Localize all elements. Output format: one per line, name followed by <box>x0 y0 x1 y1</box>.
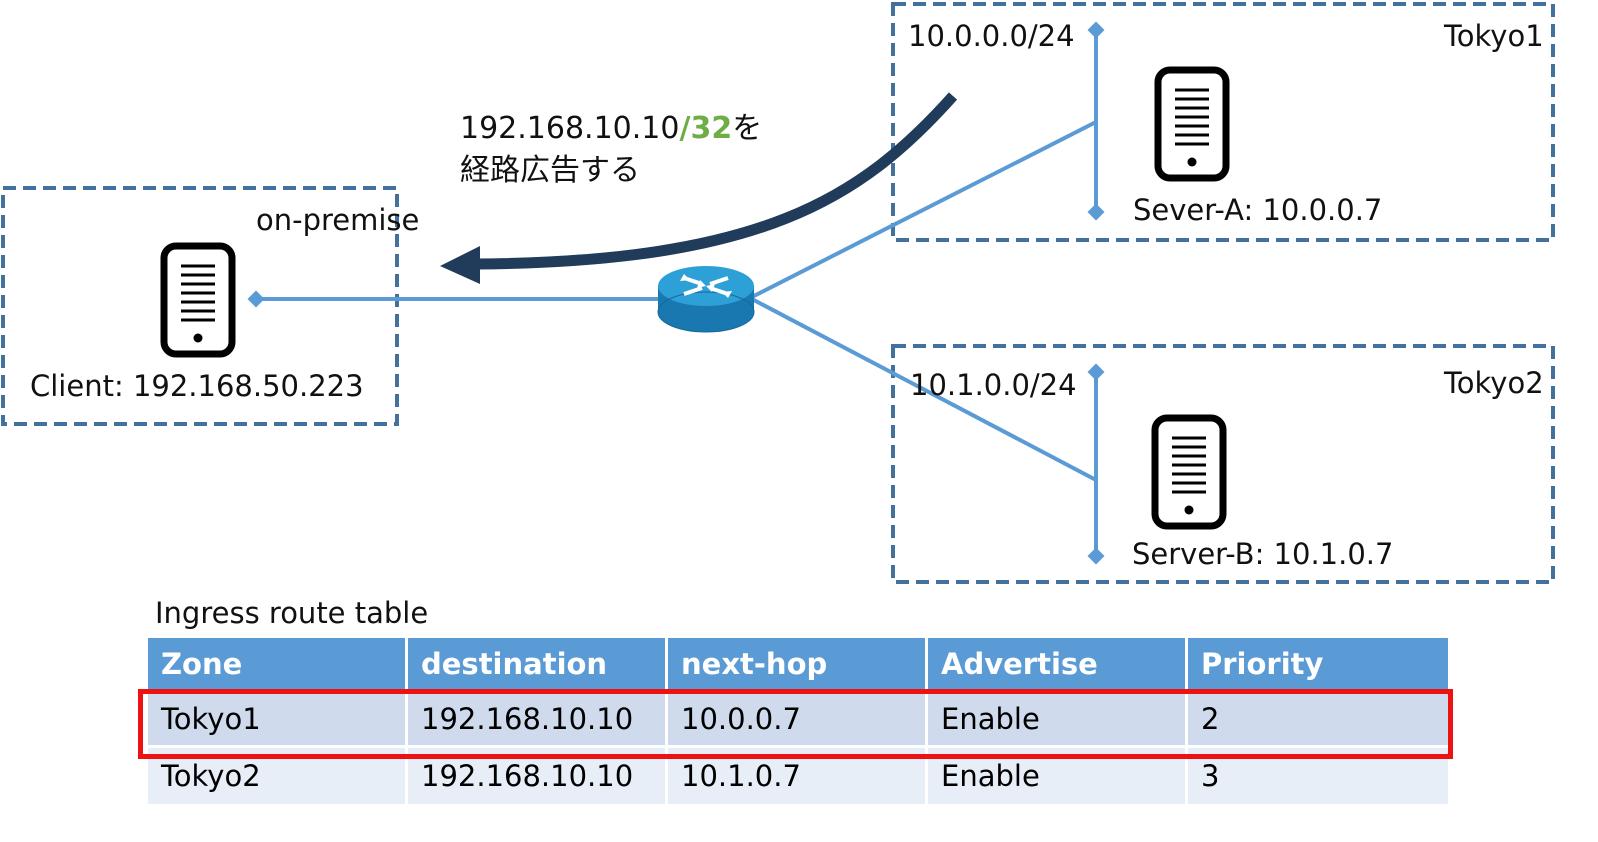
table-cell: 2 <box>1188 692 1448 748</box>
advertisement-caption: 経路広告する <box>460 153 640 188</box>
server-icon <box>164 246 232 354</box>
column-header: destination <box>408 638 668 692</box>
server-a-label: Sever-A: 10.0.0.7 <box>1133 193 1383 227</box>
zone-label-tokyo1: Tokyo1 <box>1444 19 1544 53</box>
advertised-prefix: /32 <box>679 111 733 146</box>
table-cell: Enable <box>928 692 1188 748</box>
link-router-tokyo2 <box>749 296 1097 482</box>
subnet-label-tokyo1: 10.0.0.0/24 <box>908 19 1075 53</box>
advertised-address: 192.168.10.10 <box>460 111 680 146</box>
endpoint-diamond <box>247 290 265 308</box>
table-row: Tokyo2 192.168.10.10 10.1.0.7 Enable 3 <box>148 748 1448 804</box>
column-header: Zone <box>148 638 408 692</box>
table-cell: Enable <box>928 748 1188 804</box>
table-cell: 3 <box>1188 748 1448 804</box>
advertised-suffix: を <box>732 111 763 146</box>
table-cell: Tokyo2 <box>148 748 408 804</box>
table-cell: 10.1.0.7 <box>668 748 928 804</box>
arrowhead <box>440 246 480 284</box>
endpoint-diamond <box>1087 547 1105 565</box>
table-cell: 10.0.0.7 <box>668 692 928 748</box>
server-icon <box>1155 418 1223 526</box>
column-header: next-hop <box>668 638 928 692</box>
endpoint-diamond <box>1087 21 1105 39</box>
zone-label-tokyo2: Tokyo2 <box>1444 366 1544 400</box>
table-cell: Tokyo1 <box>148 692 408 748</box>
subnet-label-tokyo2: 10.1.0.0/24 <box>910 368 1077 402</box>
server-b-label: Server-B: 10.1.0.7 <box>1132 537 1394 571</box>
client-label: Client: 192.168.50.223 <box>30 369 364 403</box>
endpoint-diamond <box>1087 203 1105 221</box>
link-router-tokyo1 <box>749 120 1097 300</box>
table-header-row: Zone destination next-hop Advertise Prio… <box>148 638 1448 692</box>
server-icon <box>1158 70 1226 178</box>
column-header: Priority <box>1188 638 1448 692</box>
table-row: Tokyo1 192.168.10.10 10.0.0.7 Enable 2 <box>148 692 1448 748</box>
endpoint-diamond <box>1087 363 1105 381</box>
route-advertisement-note: 192.168.10.10/32を 経路広告する <box>460 108 762 192</box>
zone-box-on-premise <box>1 186 399 426</box>
ingress-route-table: Zone destination next-hop Advertise Prio… <box>148 638 1448 804</box>
table-title: Ingress route table <box>155 596 429 630</box>
route-advertisement-arrow <box>475 92 958 270</box>
router-icon <box>657 266 755 333</box>
zone-box-tokyo1 <box>891 2 1555 242</box>
table-cell: 192.168.10.10 <box>408 692 668 748</box>
column-header: Advertise <box>928 638 1188 692</box>
zone-label-on-premise: on-premise <box>256 203 420 237</box>
zone-box-tokyo2 <box>891 344 1555 584</box>
table-cell: 192.168.10.10 <box>408 748 668 804</box>
